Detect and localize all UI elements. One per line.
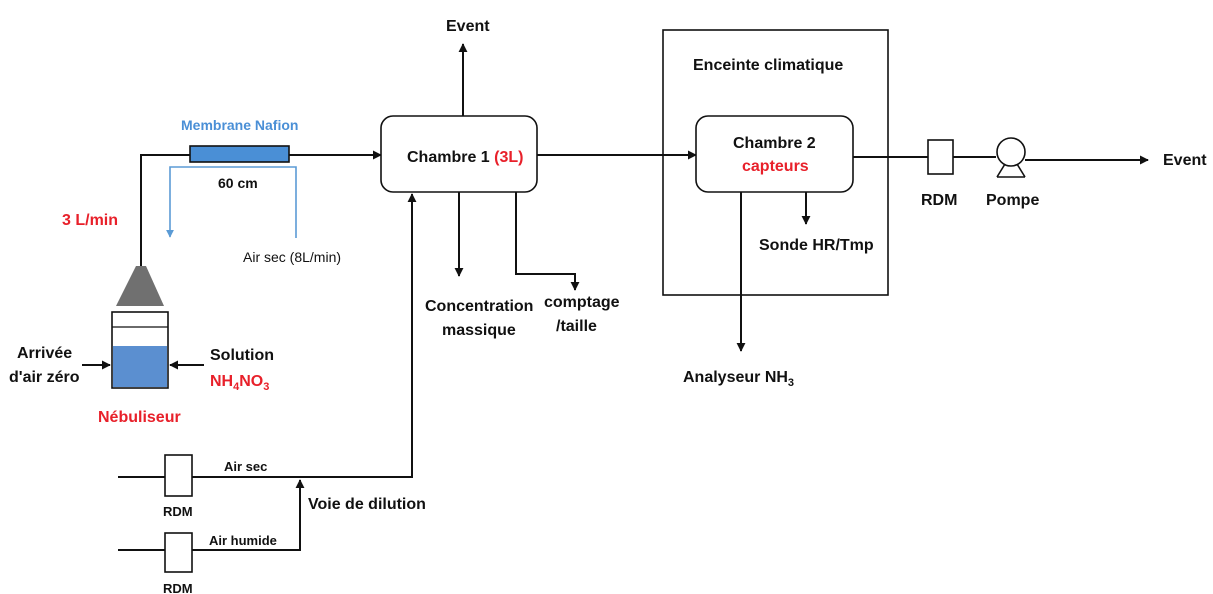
nebuliseur-label: Nébuliseur (98, 409, 181, 426)
comptage-label-1: comptage (544, 294, 620, 311)
rdm-air-sec-box (164, 454, 193, 497)
nebulizer (111, 266, 169, 389)
chamber2-label: Chambre 2 (733, 135, 816, 152)
air-sec-label: Air sec (224, 459, 267, 474)
concentration-label-2: massique (442, 322, 516, 339)
rdm-right-box (927, 139, 954, 175)
arrivee-label-1: Arrivée (17, 345, 72, 362)
membrane-label: Membrane Nafion (181, 117, 298, 133)
enclosure-label: Enceinte climatique (693, 57, 843, 74)
nebulizer-cap (116, 266, 164, 306)
air-humide-label: Air humide (209, 533, 277, 548)
dry-air-flow-label: Air sec (8L/min) (243, 249, 341, 265)
event-top-label: Event (446, 18, 490, 35)
arrivee-label-2: d'air zéro (9, 369, 80, 386)
chamber1-comptage-arrow (515, 192, 580, 291)
comptage-label-2: /taille (556, 318, 597, 335)
chamber2-sub-label: capteurs (742, 158, 809, 175)
dilution-to-chamber1-line (302, 193, 417, 478)
rdm-right-label: RDM (921, 192, 957, 209)
membrane-nafion-tube (189, 145, 290, 163)
nebulizer-outlet-line (140, 154, 190, 266)
flow-label: 3 L/min (62, 212, 118, 229)
rdm-air-humide-box (164, 532, 193, 573)
chamber1-label: Chambre 1 (3L) (407, 149, 523, 166)
membrane-length-label: 60 cm (218, 175, 258, 191)
climatic-enclosure-box (662, 29, 889, 296)
solution-label: Solution (210, 347, 274, 364)
dry-air-loop (166, 166, 297, 238)
pompe-label: Pompe (986, 192, 1039, 209)
rdm-air-sec-label: RDM (163, 504, 193, 519)
chamber2-box (695, 115, 854, 193)
solution-formula: NH4NO3 (210, 373, 269, 393)
nebulizer-liquid (113, 346, 167, 387)
rdm-air-humide-label: RDM (163, 581, 193, 594)
pump-icon (996, 137, 1026, 178)
analyseur-label: Analyseur NH3 (683, 369, 794, 389)
air-humide-line (192, 479, 305, 551)
event-right-label: Event (1163, 152, 1207, 169)
concentration-label-1: Concentration (425, 298, 533, 315)
dilution-label: Voie de dilution (308, 496, 426, 513)
sonde-label: Sonde HR/Tmp (759, 237, 874, 254)
